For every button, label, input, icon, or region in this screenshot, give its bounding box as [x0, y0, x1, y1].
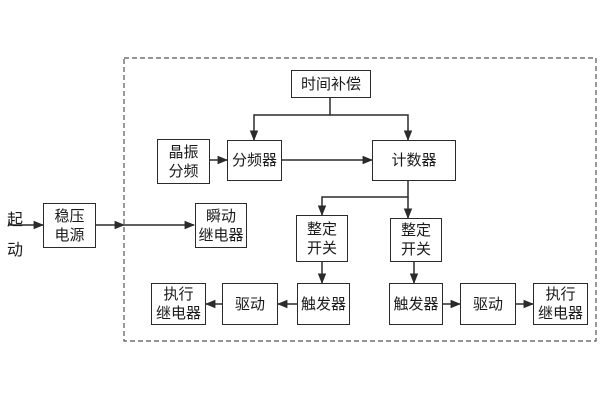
- start-label-part2: 动: [7, 240, 24, 259]
- crystal-divider-block: 晶振 分频: [157, 139, 210, 184]
- trigger-right-block: 触发器: [389, 283, 443, 325]
- dashed-enclosure: [123, 57, 597, 342]
- drive-left-block: 驱动: [222, 283, 278, 325]
- trigger-left-block: 触发器: [297, 283, 350, 325]
- line-time-comp-to-counter: [330, 114, 413, 142]
- time-compensation-block: 时间补偿: [291, 70, 371, 98]
- exec-relay-right-block: 执行 继电器: [533, 283, 588, 325]
- setting-switch-left-block: 整定 开关: [296, 215, 348, 262]
- drive-right-block: 驱动: [460, 283, 516, 325]
- line-time-comp-to-divider: [249, 98, 331, 142]
- exec-relay-left-block: 执行 继电器: [151, 283, 206, 325]
- regulator-block: 稳压 电源: [43, 203, 96, 248]
- start-label-part1: 起: [7, 210, 24, 229]
- frequency-divider-block: 分频器: [227, 140, 282, 181]
- instant-relay-block: 瞬动 继电器: [195, 203, 247, 248]
- counter-block: 计数器: [372, 140, 456, 181]
- line-counter-to-switch-left: [317, 181, 409, 217]
- setting-switch-right-block: 整定 开关: [390, 218, 442, 262]
